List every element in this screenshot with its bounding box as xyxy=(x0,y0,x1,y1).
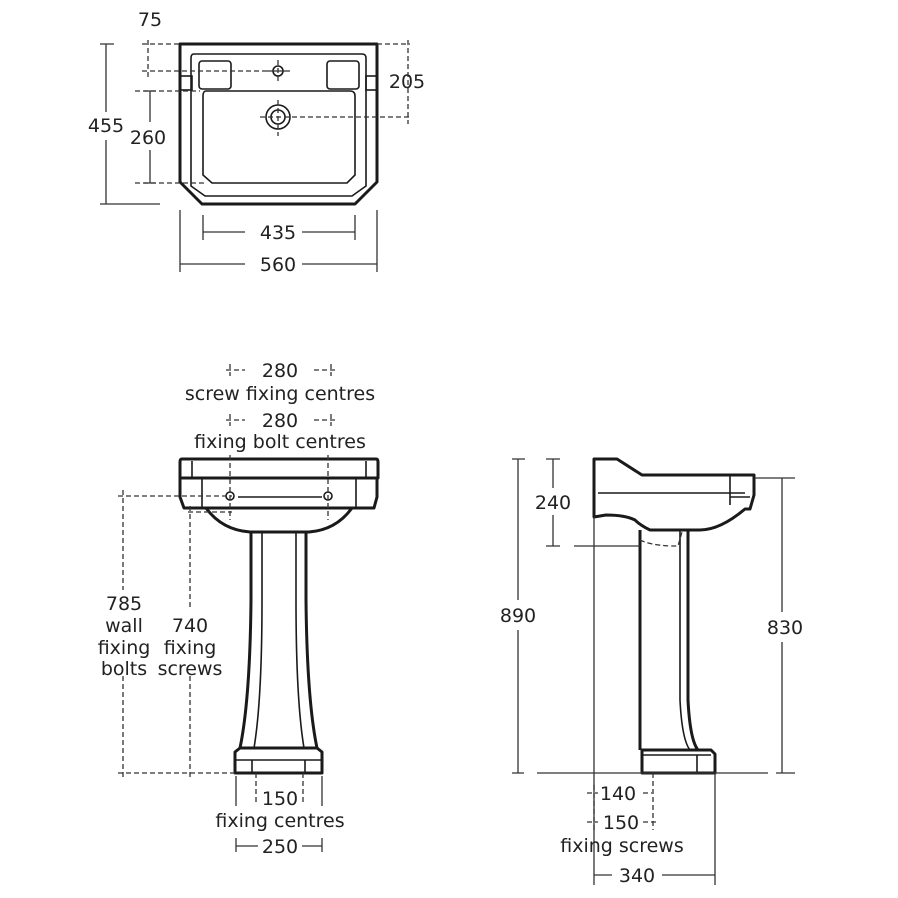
tap-ledge-right xyxy=(326,60,360,90)
dim-890: 890 xyxy=(500,605,536,627)
wall-bolts-value: 785 xyxy=(106,593,142,615)
fixing-screws-value: 740 xyxy=(172,615,208,637)
screw-centres-value: 280 xyxy=(262,360,298,382)
front-pedestal xyxy=(238,532,319,749)
dim-435: 435 xyxy=(260,222,296,244)
front-rim xyxy=(178,457,380,480)
side-notch-right xyxy=(365,75,378,91)
front-basin-body xyxy=(178,478,379,510)
base-centres-label: fixing centres xyxy=(215,810,344,832)
fixing-screws-label: screws xyxy=(158,658,223,680)
basin-rim-inner xyxy=(190,53,367,197)
dim-75: 75 xyxy=(138,9,162,31)
dim-830: 830 xyxy=(767,617,803,639)
fixing-screws-label: fixing screws xyxy=(560,835,684,857)
plan-view: 75 205 455 260 435 560 xyxy=(88,9,425,276)
side-basin xyxy=(592,457,756,532)
side-pedestal xyxy=(638,530,700,751)
dim-240: 240 xyxy=(535,492,571,514)
side-notch-left xyxy=(179,75,193,91)
wall-bolts-label: fixing xyxy=(98,637,151,659)
dim-455: 455 xyxy=(88,115,124,137)
dim-260: 260 xyxy=(130,127,166,149)
dim-140: 140 xyxy=(600,783,636,805)
dim-340: 340 xyxy=(619,865,655,887)
wall-bolts-label: bolts xyxy=(101,658,147,680)
front-view: 280 screw fixing centres 280 fixing bolt… xyxy=(98,360,380,858)
base-centres-value: 150 xyxy=(262,788,298,810)
side-pedestal-base xyxy=(640,748,717,775)
bolt-centres-label: fixing bolt centres xyxy=(194,431,366,453)
tap-ledge-left xyxy=(198,60,232,90)
dim-150: 150 xyxy=(603,812,639,834)
side-view: 890 240 830 140 150 fixing screws 340 xyxy=(500,457,803,887)
screw-centres-label: screw fixing centres xyxy=(185,383,375,405)
front-bowl-curve xyxy=(204,507,354,534)
bowl-outline xyxy=(202,90,356,184)
dim-560: 560 xyxy=(260,254,296,276)
wall-bolts-label: wall xyxy=(105,615,143,637)
fixing-screws-label: fixing xyxy=(164,637,217,659)
dim-205: 205 xyxy=(389,71,425,93)
bolt-centres-value: 280 xyxy=(262,410,298,432)
front-pedestal-base xyxy=(233,746,324,775)
base-width: 250 xyxy=(262,836,298,858)
